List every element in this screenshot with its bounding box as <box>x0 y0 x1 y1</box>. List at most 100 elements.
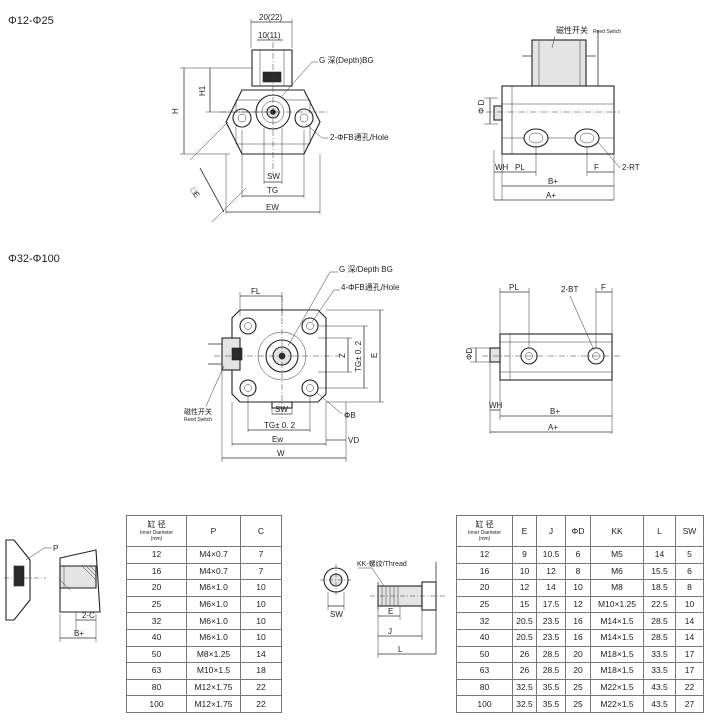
rt-label: 2-RT <box>622 163 640 172</box>
table-cell: 63 <box>126 662 187 680</box>
column-header-sw: SW <box>675 515 704 547</box>
heading-large-bore: Φ32-Φ100 <box>8 253 60 265</box>
large-bore-side-view: PL F 2-BT ΦD WH B+ A+ <box>465 283 620 434</box>
table-cell: 28.5 <box>643 612 676 630</box>
table-cell: 20.5 <box>512 628 537 647</box>
table-cell: 7 <box>240 562 282 581</box>
table-cell: 40 <box>456 628 513 647</box>
table-cell: M8×1.25 <box>186 645 241 664</box>
table-cell: 10 <box>240 612 282 630</box>
table-cell: 10 <box>675 595 704 614</box>
table-cell: 27 <box>675 695 704 713</box>
b-plus-label-2: B+ <box>550 407 560 416</box>
table-cell: 16 <box>456 562 513 581</box>
table-cell: 5 <box>675 546 704 564</box>
tg-vertical-label: TG± 0. 2 <box>354 340 363 372</box>
table-cell: 17 <box>675 645 704 664</box>
table-cell: M22×1.5 <box>590 678 644 697</box>
table-cell: M14×1.5 <box>590 612 644 630</box>
h-label: H <box>171 108 180 114</box>
table-cell: 10.5 <box>536 546 566 564</box>
port-size-table-header: 缸 径 Inner Diameter (mm) P C <box>126 515 282 547</box>
table-cell: M6×1.0 <box>186 628 241 647</box>
g-depth-label-2: G 深/Depth BG <box>339 265 393 274</box>
a-plus-label-2: A+ <box>548 423 558 432</box>
table-cell: M18×1.5 <box>590 662 644 680</box>
table-cell: 16 <box>565 612 591 630</box>
table-cell: M18×1.5 <box>590 645 644 664</box>
table-cell: 25 <box>126 595 187 614</box>
pl-label: PL <box>515 163 525 172</box>
table-cell: 25 <box>456 595 513 614</box>
table-cell: 22.5 <box>643 595 676 614</box>
table-cell: 8 <box>565 562 591 581</box>
table-cell: 35.5 <box>536 678 566 697</box>
column-header-d: ΦD <box>565 515 591 547</box>
f-label: F <box>594 163 599 172</box>
table-cell: 32.5 <box>512 678 537 697</box>
table-cell: 17.5 <box>536 595 566 614</box>
table-cell: 28.5 <box>643 628 676 647</box>
table-cell: 10 <box>512 562 537 581</box>
table-cell: 63 <box>456 662 513 680</box>
table-cell: 26 <box>512 662 537 680</box>
table-cell: 22 <box>675 678 704 697</box>
dim-20-22-label: 20(22) <box>259 13 282 22</box>
bt-label: 2-BT <box>561 285 578 294</box>
table-cell: M8 <box>590 579 644 597</box>
table-cell: 50 <box>456 645 513 664</box>
table-cell: M14×1.5 <box>590 628 644 647</box>
table-cell: 20 <box>565 662 591 680</box>
table-cell: 12 <box>536 562 566 581</box>
table-cell: 12 <box>565 595 591 614</box>
large-bore-front-view: FL G 深/Depth BG 4-ΦFB通孔/Hole Z TG± 0. 2 … <box>184 265 400 462</box>
table-cell: M6 <box>590 562 644 581</box>
rod-end-detail-view: SW KK-螺纹/Thread E J L <box>320 559 446 658</box>
table-cell: 20.5 <box>512 612 537 630</box>
table-cell: 100 <box>456 695 513 713</box>
w-label: W <box>277 449 285 458</box>
table-cell: 43.5 <box>643 695 676 713</box>
dim-10-11-label: 10(11) <box>258 31 281 40</box>
port-detail-view: P 2-C B+ <box>4 539 101 642</box>
table-cell: 80 <box>456 678 513 697</box>
table-cell: 10 <box>240 595 282 614</box>
table-cell: 20 <box>565 645 591 664</box>
fb-hole-label-2: 4-ΦFB通孔/Hole <box>341 282 400 292</box>
h1-label: H1 <box>198 85 207 96</box>
sw-label: SW <box>267 172 280 181</box>
table-cell: M12×1.75 <box>186 695 241 713</box>
table-cell: M6×1.0 <box>186 579 241 597</box>
table-cell: 32 <box>456 612 513 630</box>
table-cell: 6 <box>675 562 704 581</box>
table-cell: 16 <box>565 628 591 647</box>
table-cell: 7 <box>240 546 282 564</box>
tg-horizontal-label: TG± 0. 2 <box>264 421 296 430</box>
fb-hole-label-1: 2-ΦFB通孔/Hole <box>330 132 389 142</box>
table-cell: 6 <box>565 546 591 564</box>
table-cell: 14 <box>643 546 676 564</box>
table-cell: 12 <box>512 579 537 597</box>
table-cell: 28.5 <box>536 645 566 664</box>
column-header-p: P <box>186 515 241 547</box>
table-cell: 32.5 <box>512 695 537 713</box>
sw-label-2: SW <box>275 405 288 414</box>
fl-label: FL <box>251 287 261 296</box>
table-cell: 20 <box>126 579 187 597</box>
table-cell: 18.5 <box>643 579 676 597</box>
rod-end-table-header: 缸 径 Inner Diameter (mm) E J ΦD KK L SW <box>456 515 704 547</box>
b-plus-label: B+ <box>548 177 558 186</box>
column-header-e: E <box>512 515 537 547</box>
